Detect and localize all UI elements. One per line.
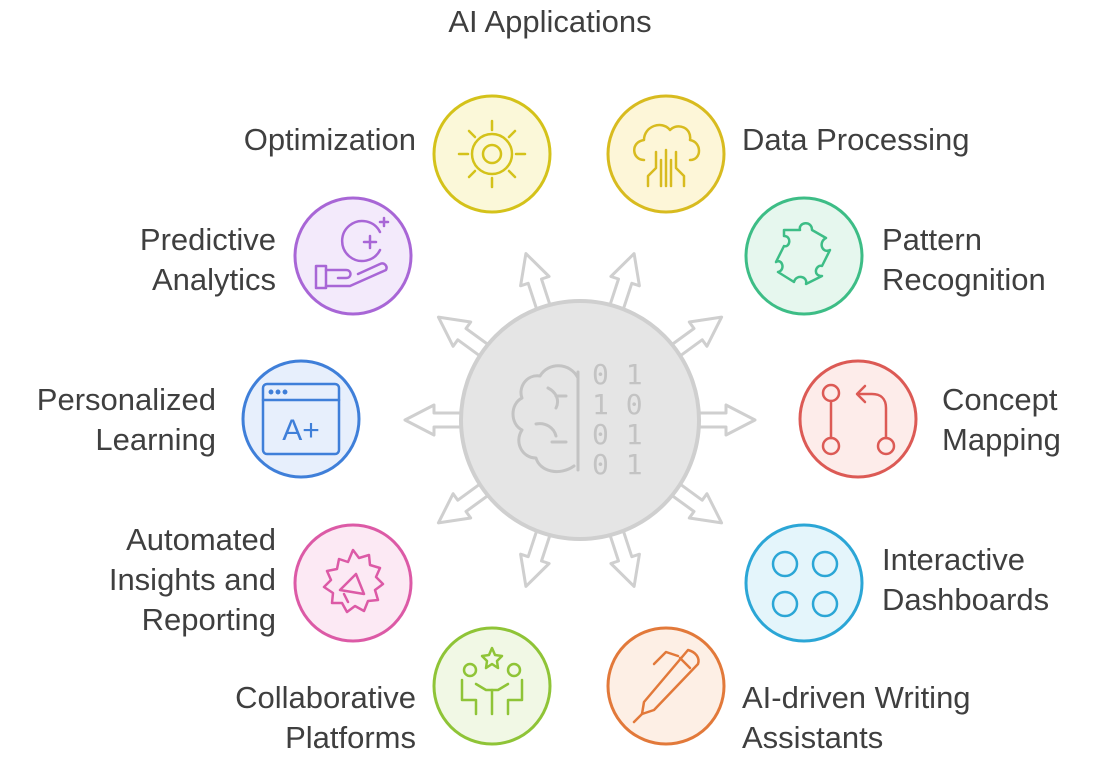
radial-arrow (669, 482, 724, 525)
arrows-group (403, 252, 757, 588)
radial-arrow (436, 315, 491, 358)
node-optimization (432, 94, 552, 214)
label-personalized-learning: Personalized Learning (36, 382, 216, 457)
gear-megaphone-icon (322, 548, 385, 614)
node-interactive-dashboards (744, 523, 864, 643)
node-predictive-analytics (293, 196, 413, 316)
pen-icon (632, 648, 700, 724)
label-concept-mapping: Concept Mapping (942, 382, 1061, 457)
label-interactive-dashboards: Interactive Dashboards (882, 542, 1050, 617)
label-ai-driven-writing-assistants: AI-driven Writing Assistants (742, 680, 971, 755)
cloud-circuit-icon (633, 123, 701, 188)
hand-sparkle-icon (314, 216, 390, 290)
radial-arrow (696, 403, 757, 437)
collaboration-icon (460, 646, 524, 716)
grade-a-plus-glyph: A+ (282, 414, 320, 447)
center-hub: 0 1 1 0 0 1 0 1 (459, 299, 701, 541)
label-optimization: Optimization (243, 122, 416, 157)
label-collaborative-platforms: Collaborative Platforms (235, 680, 416, 755)
node-ai-driven-writing-assistants (606, 626, 726, 746)
node-pattern-recognition (744, 196, 864, 316)
diagram-title: AI Applications (448, 4, 652, 39)
binary-row-2: 1 0 (592, 388, 643, 421)
puzzle-icon (774, 222, 832, 286)
binary-row-3: 0 1 (592, 418, 643, 451)
four-circles-icon (771, 550, 839, 618)
browser-grade-icon (261, 382, 341, 456)
flow-arrow-icon (821, 383, 896, 456)
node-concept-mapping (798, 359, 918, 479)
binary-row-4: 0 1 (592, 448, 643, 481)
label-automated-insights-and-reporting: Automated Insights and Reporting (108, 522, 276, 637)
radial-arrow (519, 252, 552, 312)
label-data-processing: Data Processing (742, 122, 970, 157)
radial-arrow (519, 528, 552, 588)
sun-gear-icon (457, 119, 527, 189)
radial-arrow (436, 482, 491, 525)
brain-binary-icon (511, 364, 580, 474)
radial-arrow (403, 403, 464, 437)
binary-row-1: 0 1 (592, 358, 643, 391)
radial-arrow (608, 528, 641, 588)
node-personalized-learning: A+ (241, 359, 361, 479)
radial-arrow (669, 315, 724, 358)
node-automated-insights-and-reporting (293, 523, 413, 643)
binary-digits: 0 1 1 0 0 1 0 1 (592, 358, 643, 481)
label-predictive-analytics: Predictive Analytics (139, 222, 276, 297)
node-data-processing (606, 94, 726, 214)
radial-arrow (608, 252, 641, 312)
node-collaborative-platforms (432, 626, 552, 746)
label-pattern-recognition: Pattern Recognition (882, 222, 1046, 297)
